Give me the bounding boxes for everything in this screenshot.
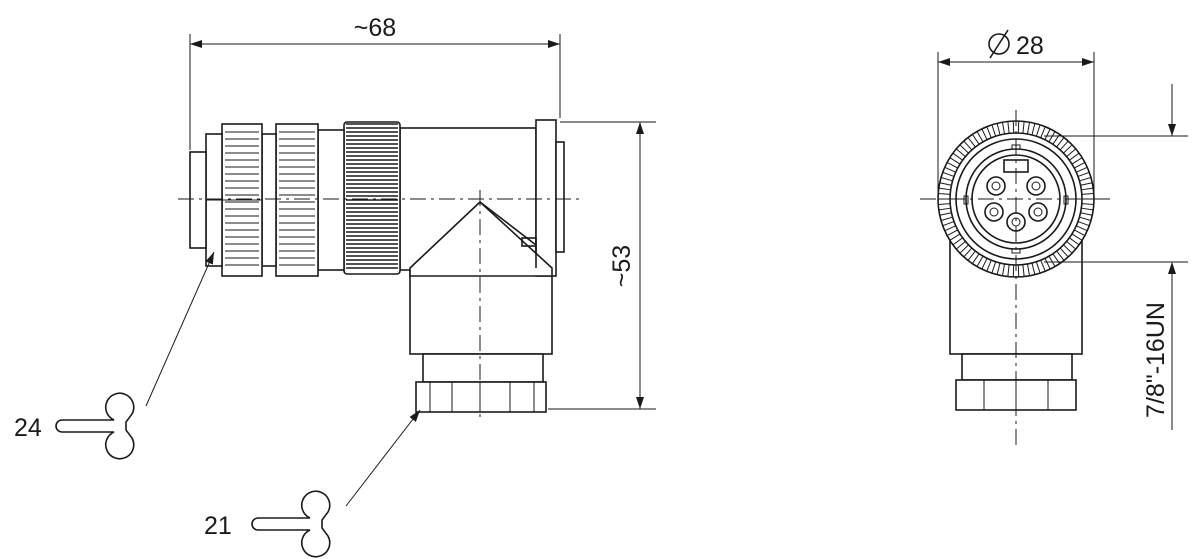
dimension-height-label: ~53 — [608, 245, 636, 287]
cable-gland-nut — [415, 353, 547, 413]
wrench-icon — [251, 490, 331, 558]
elbow-joint — [409, 200, 553, 277]
dimension-diameter: 28 — [937, 29, 1095, 196]
dimension-thread: 7/8"-16UN — [1044, 84, 1188, 430]
front-view: 28 7/8"-16UN — [920, 29, 1188, 448]
dimension-thread-label: 7/8"-16UN — [1142, 302, 1170, 418]
rear-flange — [535, 119, 557, 277]
wrench-24-label: 24 — [14, 414, 42, 442]
dimension-height: ~53 — [548, 121, 656, 410]
wrench-21-callout: 21 — [204, 409, 421, 558]
side-view: ~68 ~53 24 21 — [14, 14, 656, 558]
wrench-24-callout: 24 — [14, 251, 215, 460]
wrench-icon — [55, 392, 135, 460]
knurled-coupling-ring — [343, 121, 401, 275]
dimension-diameter-label: 28 — [1016, 32, 1044, 60]
dimension-length-label: ~68 — [354, 14, 396, 42]
outlet-body — [409, 267, 553, 355]
plug-face — [189, 151, 207, 249]
diameter-symbol-icon — [988, 29, 1010, 59]
dimension-length: ~68 — [189, 14, 561, 150]
wrench-21-label: 21 — [204, 512, 232, 540]
